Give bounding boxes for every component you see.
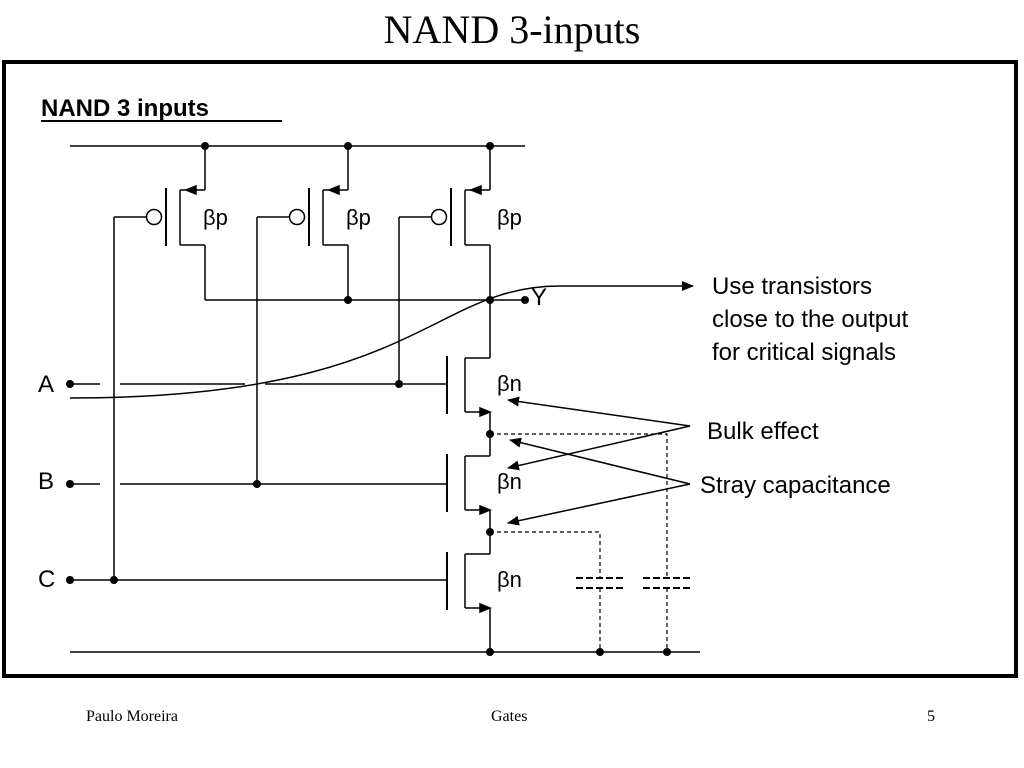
critical-note-line-1: Use transistors: [712, 273, 872, 300]
input-label-c: C: [38, 566, 55, 593]
nmos-label-b: βn: [497, 469, 522, 494]
critical-note-line-2: close to the output: [712, 306, 908, 333]
pmos-transistor-3: [398, 146, 491, 384]
footer-topic: Gates: [491, 708, 528, 725]
diagram-heading: NAND 3 inputs: [41, 95, 209, 122]
pmos-label-2: βp: [346, 205, 371, 230]
bulk-effect-label: Bulk effect: [707, 418, 819, 445]
junction-dots: [66, 142, 671, 656]
critical-note-line-3: for critical signals: [712, 339, 896, 366]
nmos-transistor-c: [446, 552, 493, 652]
input-label-a: A: [38, 371, 54, 398]
annotation-pointers: [507, 396, 691, 526]
nmos-label-a: βn: [497, 371, 522, 396]
footer-page-number: 5: [927, 708, 935, 725]
footer-author: Paulo Moreira: [86, 708, 178, 725]
nmos-transistor-b: [446, 454, 493, 554]
stray-capacitance-label: Stray capacitance: [700, 472, 891, 499]
critical-signal-arrow: [69, 281, 694, 399]
diagram-frame: [2, 60, 1018, 678]
slide-title: NAND 3-inputs: [383, 7, 641, 52]
pmos-label-3: βp: [497, 205, 522, 230]
pmos-transistor-1: [113, 146, 206, 580]
pmos-transistor-2: [256, 146, 349, 484]
nmos-transistor-a: [446, 356, 493, 456]
pmos-label-1: βp: [203, 205, 228, 230]
stray-capacitor-2: [490, 531, 624, 652]
nmos-label-c: βn: [497, 567, 522, 592]
stray-capacitor-1: [490, 433, 691, 652]
input-label-b: B: [38, 468, 54, 495]
output-label: Y: [531, 284, 547, 311]
